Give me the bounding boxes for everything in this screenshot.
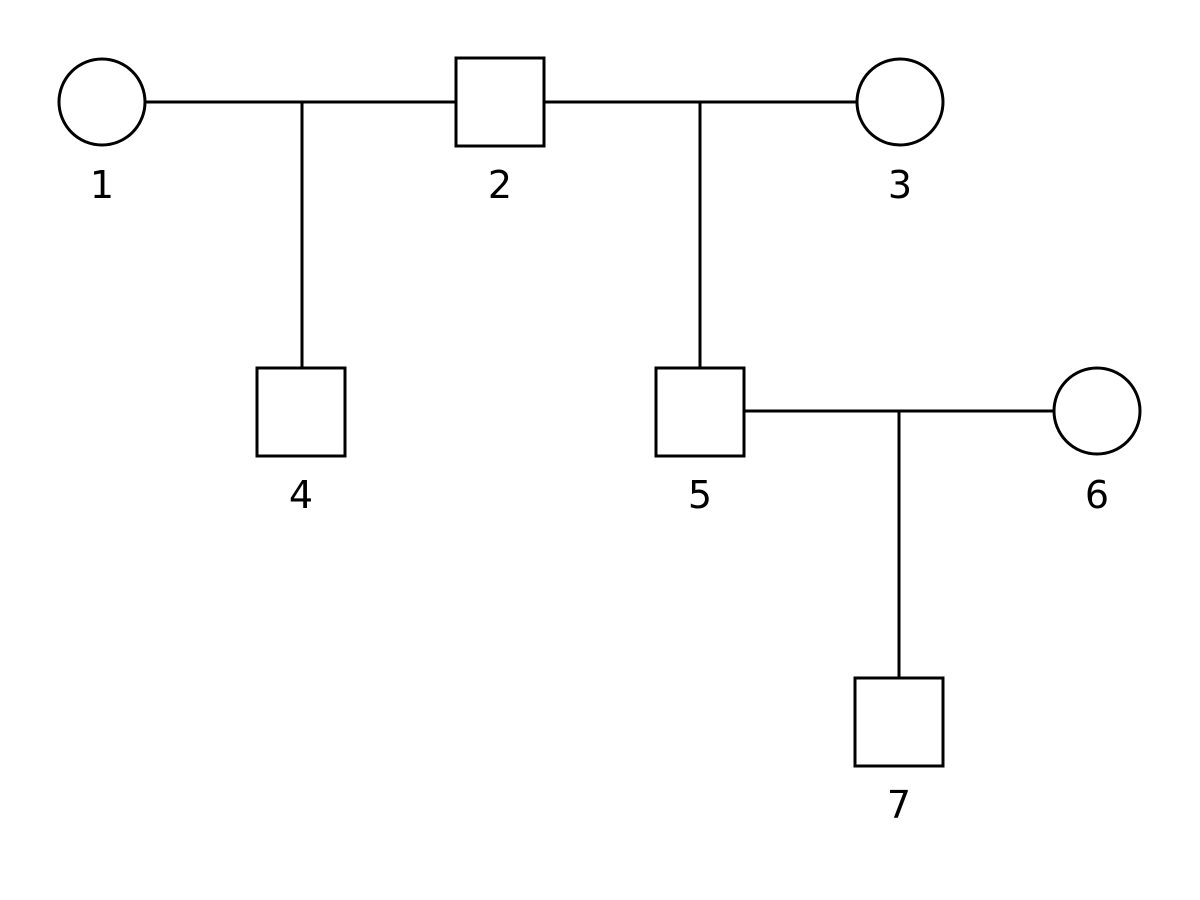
individual-label-5: 5 xyxy=(687,473,713,517)
mating-lines-group xyxy=(145,100,1054,413)
individual-symbol-1-female-circle[interactable] xyxy=(57,57,147,147)
individual-label-1: 1 xyxy=(89,163,115,207)
individual-symbol-2-male-square[interactable] xyxy=(454,56,546,148)
individual-symbols-group xyxy=(57,56,1142,768)
individual-label-3: 3 xyxy=(887,163,913,207)
individual-label-6: 6 xyxy=(1084,473,1110,517)
individual-symbol-5-male-square[interactable] xyxy=(654,366,746,458)
individual-label-2: 2 xyxy=(487,163,513,207)
individual-label-7: 7 xyxy=(886,783,912,827)
individual-symbol-7-male-square[interactable] xyxy=(853,676,945,768)
descent-lines-group xyxy=(300,102,901,678)
individual-symbol-6-female-circle[interactable] xyxy=(1052,366,1142,456)
individual-symbol-3-female-circle[interactable] xyxy=(855,57,945,147)
individual-symbol-4-male-square[interactable] xyxy=(255,366,347,458)
individual-label-4: 4 xyxy=(288,473,314,517)
